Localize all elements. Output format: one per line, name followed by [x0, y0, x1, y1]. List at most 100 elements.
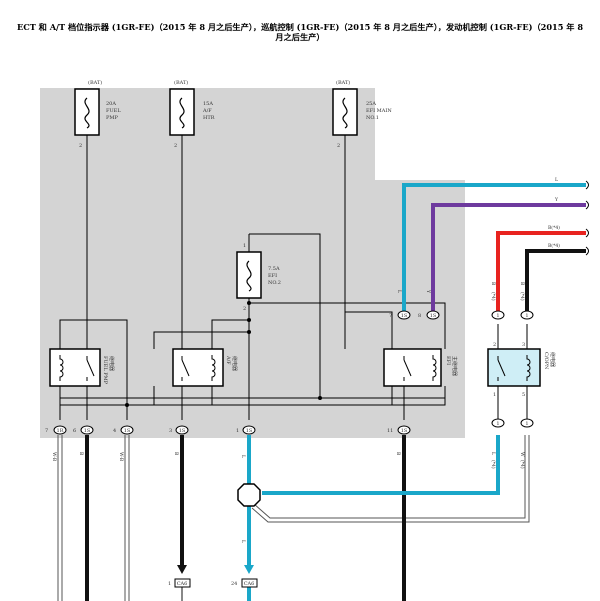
fuse-fuel-pmp: (BAT) 20A FUEL PMP 2 — [74, 79, 121, 149]
connector-ca6-1: CA6 1 — [168, 578, 191, 588]
fuse-efi-main: (BAT) 25A EFI MAIN NO.1 2 — [332, 79, 392, 149]
terminal-1-red: 1 — [491, 310, 505, 320]
terminal-1s-3: 1S — [175, 425, 189, 435]
purple-wire — [431, 203, 586, 312]
internal-wiring — [59, 135, 528, 420]
wire-code: B — [78, 452, 84, 456]
fuse-efi-no2: 1 7.5A EFI NO.2 2 — [236, 243, 281, 312]
junction-dots — [125, 301, 322, 407]
connector-label: 1 — [496, 421, 499, 427]
fuse-pin: 2 — [337, 143, 340, 149]
terminal-1s-11: 1S — [397, 425, 411, 435]
wire-code: L — [396, 290, 402, 293]
terminal-1s-7: 1S — [397, 310, 411, 320]
pin-numbers: 7 8 7 6 4 3 1 11 — [45, 313, 421, 434]
connector-label: 1 — [525, 421, 528, 427]
pin-number: 24 — [231, 581, 237, 587]
wire-code: B(*4) — [548, 224, 560, 231]
fuse-source-label: (BAT) — [88, 79, 102, 86]
relay-label-2: 继电器 — [231, 356, 238, 371]
wire-code: B — [490, 282, 496, 286]
connector-ca6-24: CA6 24 — [231, 578, 258, 588]
fuse-rating: 7.5A — [268, 266, 280, 272]
relay-label: EFI — [445, 356, 451, 365]
terminal-1r-7: 1R — [53, 425, 67, 435]
terminal-1-white-bottom: 1 — [520, 418, 534, 428]
connector-label: CA6 — [177, 581, 188, 587]
wire-code: B — [173, 452, 179, 456]
title-line-1: ECT 和 A/T 档位指示器 (1GR-FE)（2015 年 8 月之后生产）… — [16, 22, 584, 32]
connector-label: 1 — [496, 313, 499, 319]
fuse-source-label: (BAT) — [336, 79, 350, 86]
connector-label: 1S — [430, 313, 437, 319]
relay-pin: 2 — [493, 342, 496, 348]
relay-label: A/F — [225, 355, 231, 365]
wire-code: W-B — [51, 452, 57, 462]
fuse-name-2: NO.2 — [268, 280, 281, 286]
fuse-name: FUEL — [106, 108, 121, 114]
connector-label: 1S — [401, 428, 408, 434]
diagram-title: ECT 和 A/T 档位指示器 (1GR-FE)（2015 年 8 月之后生产）… — [0, 22, 600, 42]
connector-label: 1 — [525, 313, 528, 319]
wire-code: (*4) — [519, 292, 526, 301]
relay-label: C/OPN — [543, 352, 549, 370]
fuse-pin: 1 — [243, 243, 246, 249]
arrow-down — [244, 565, 254, 574]
pin-number: 1 — [236, 428, 239, 434]
fuse-name: A/F — [202, 108, 212, 114]
fuse-name: EFI MAIN — [366, 108, 392, 114]
arrow-down — [177, 565, 187, 574]
relay-efi-main: EFI 主继电器 — [383, 348, 458, 387]
fuse-pin: 2 — [243, 306, 246, 312]
pin-number: 7 — [389, 313, 392, 319]
relay-label-2: 继电器 — [549, 352, 556, 367]
pin-number: 1 — [168, 581, 171, 587]
fuse-rating: 15A — [203, 101, 213, 107]
pin-number: 11 — [387, 428, 393, 434]
wire-code: (*4) — [490, 292, 497, 301]
wire-code: L — [240, 455, 246, 458]
terminal-1s-6: 1S — [80, 425, 94, 435]
connector-label: 1S — [246, 428, 253, 434]
wire-code: (*4) — [519, 460, 526, 469]
fuse-name-2: PMP — [106, 115, 118, 121]
relay-fuel-pmp: FUEL PMP 继电器 — [49, 348, 115, 387]
terminal-1-blue-bottom: 1 — [491, 418, 505, 428]
black-wires — [85, 249, 586, 601]
fuse-name: EFI — [268, 273, 277, 279]
pin-number: 3 — [169, 428, 172, 434]
relay-af: A/F 继电器 — [172, 348, 238, 387]
connector-label: 1S — [401, 313, 408, 319]
wire-code: B — [519, 282, 525, 286]
connector-label: 1S — [124, 428, 131, 434]
connector-label: 1S — [84, 428, 91, 434]
splice-point — [237, 483, 261, 507]
terminal-1s-4: 1S — [120, 425, 134, 435]
relay-label-2: 继电器 — [108, 356, 115, 371]
wire-color-codes: L Y B(*4) B(*4) L Y B (*4) B (*4) W-B B … — [51, 177, 560, 543]
pin-number: 7 — [45, 428, 48, 434]
fuse-name-2: NO.1 — [366, 115, 379, 121]
fuse-name-2: HTR — [203, 115, 215, 121]
terminal-1s-1: 1S — [242, 425, 256, 435]
terminal-1-black: 1 — [520, 310, 534, 320]
fuse-pin: 2 — [174, 143, 177, 149]
wire-code: B — [395, 452, 401, 456]
pin-number: 4 — [113, 428, 116, 434]
wire-code: L — [240, 540, 246, 543]
wire-code: W-B — [118, 452, 124, 462]
wire-code: W — [519, 452, 525, 457]
fuse-pin: 2 — [79, 143, 82, 149]
relay-pin: 3 — [522, 342, 525, 348]
relay-label: FUEL PMP — [102, 356, 108, 385]
terminal-1s-8: 1S — [426, 310, 440, 320]
wire-code: B(*4) — [548, 242, 560, 249]
fuse-rating: 25A — [366, 101, 376, 107]
pin-number: 6 — [73, 428, 76, 434]
pin-number: 8 — [418, 313, 421, 319]
relay-pin: 5 — [522, 392, 525, 398]
title-line-2: 月之后生产） — [275, 32, 325, 42]
wire-code: L — [555, 177, 558, 183]
connector-label: CA6 — [244, 581, 255, 587]
